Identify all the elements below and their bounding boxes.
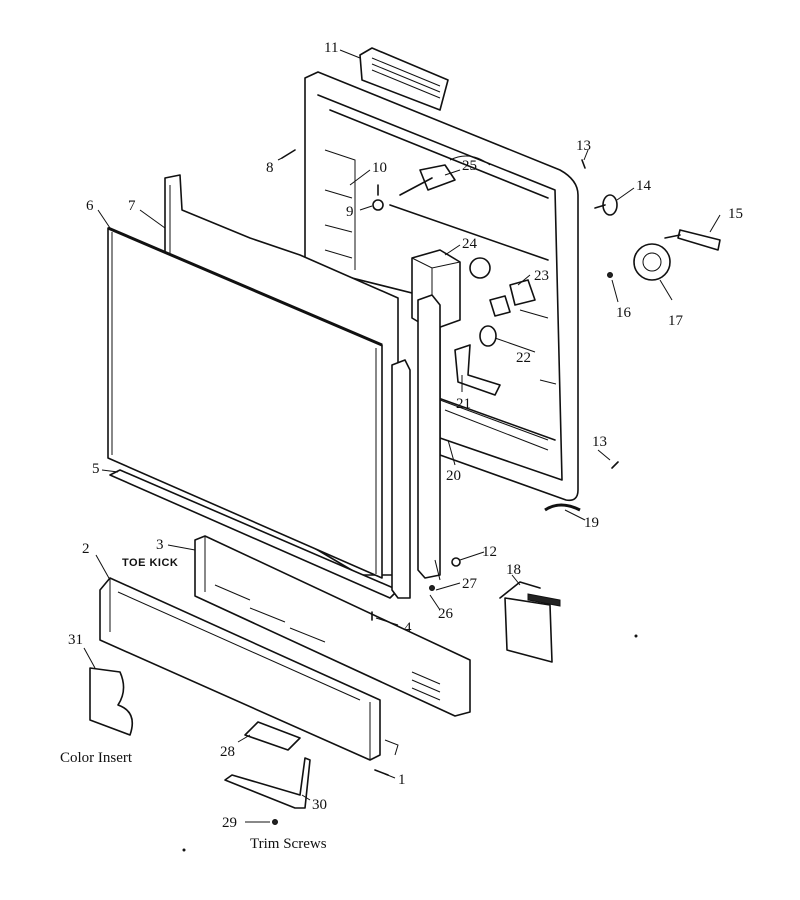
part-number-4: 4 xyxy=(404,620,412,636)
part-number-2: 2 xyxy=(82,541,90,557)
part-number-20: 20 xyxy=(446,468,461,484)
part-number-17: 17 xyxy=(668,313,684,329)
part-number-13-top: 13 xyxy=(576,138,591,154)
part-number-12: 12 xyxy=(482,544,497,560)
part-number-28: 28 xyxy=(220,744,235,760)
speck xyxy=(182,848,186,852)
speck xyxy=(634,634,638,638)
part-number-29: 29 xyxy=(222,815,237,831)
leader-lines xyxy=(83,49,721,823)
trim-screws-label: Trim Screws xyxy=(250,836,327,852)
part-number-21: 21 xyxy=(456,396,471,412)
part-number-25: 25 xyxy=(462,158,477,174)
part-number-14: 14 xyxy=(636,178,652,194)
part-number-24: 24 xyxy=(462,236,478,252)
toe-kick-part-3 xyxy=(194,535,471,717)
part-number-9: 9 xyxy=(346,204,354,220)
part-number-22: 22 xyxy=(516,350,531,366)
part-number-labels: 1 2 3 4 5 6 7 8 9 10 11 12 13 13 14 15 1… xyxy=(68,40,743,831)
outer-door-panel-part-6 xyxy=(107,226,383,579)
latch-part-25 xyxy=(399,164,456,196)
small-screws xyxy=(272,149,619,825)
part-number-6: 6 xyxy=(86,198,94,214)
part-number-16: 16 xyxy=(616,305,632,321)
part-number-10: 10 xyxy=(372,160,387,176)
cover-part-18 xyxy=(499,581,561,663)
knob-parts xyxy=(594,194,721,281)
kick-panel-part-2 xyxy=(99,577,399,761)
part-number-3: 3 xyxy=(156,537,164,553)
part-number-1: 1 xyxy=(398,772,406,788)
part-number-11: 11 xyxy=(324,40,338,56)
side-channel xyxy=(391,294,441,599)
part-number-30: 30 xyxy=(312,797,327,813)
part-number-26: 26 xyxy=(438,606,454,622)
color-insert-label: Color Insert xyxy=(60,750,133,766)
vent-part-11 xyxy=(359,47,449,111)
fasteners-12-26-27 xyxy=(429,557,461,591)
part-number-23: 23 xyxy=(534,268,549,284)
brackets-28-30 xyxy=(224,721,311,809)
part-number-5: 5 xyxy=(92,461,100,477)
color-insert-part-31 xyxy=(89,667,134,736)
part-number-31: 31 xyxy=(68,632,83,648)
part-number-8: 8 xyxy=(266,160,274,176)
part-number-18: 18 xyxy=(506,562,521,578)
part-number-13-bottom: 13 xyxy=(592,434,607,450)
gasket-part-19 xyxy=(544,503,581,512)
part-number-19: 19 xyxy=(584,515,599,531)
part-number-7: 7 xyxy=(128,198,136,214)
toe-kick-label: TOE KICK xyxy=(122,557,178,569)
part-number-15: 15 xyxy=(728,206,743,222)
part-number-27: 27 xyxy=(462,576,478,592)
